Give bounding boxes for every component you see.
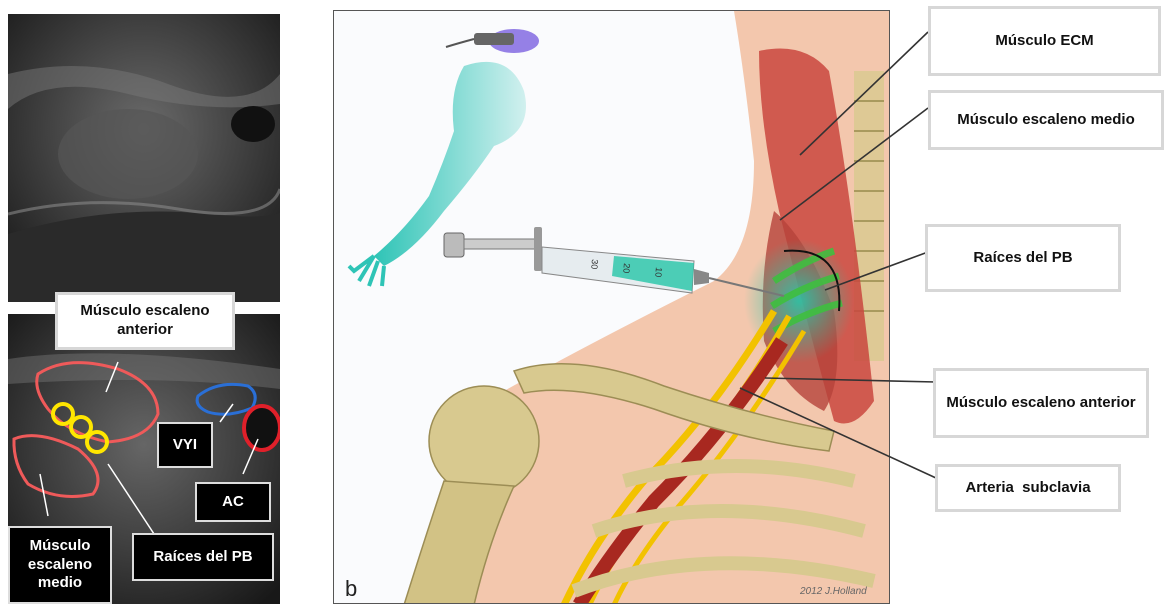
panel-letter: b — [345, 576, 357, 602]
label-us-roots: Raíces del PB — [132, 533, 274, 581]
label-roots: Raíces del PB — [925, 224, 1121, 292]
illustration-drawing: 30 20 10 — [334, 11, 890, 604]
label-us-vyi: VYI — [157, 422, 213, 468]
label-us-anterior-scalene: Músculo escaleno anterior — [55, 292, 235, 350]
label-middle-scalene: Músculo escaleno medio — [928, 90, 1164, 150]
label-us-ac: AC — [195, 482, 271, 522]
ultrasound-texture — [8, 14, 280, 302]
ultrasound-image-plain — [8, 14, 280, 302]
svg-text:20: 20 — [621, 263, 632, 274]
ac-outline — [244, 406, 280, 450]
label-ecm: Músculo ECM — [928, 6, 1161, 76]
anatomical-illustration: 30 20 10 — [333, 10, 890, 604]
svg-text:30: 30 — [589, 259, 600, 270]
artist-signature: 2012 J.Holland — [800, 586, 867, 597]
svg-text:10: 10 — [653, 267, 664, 278]
label-subclavian: Arteria subclavia — [935, 464, 1121, 512]
label-anterior-scalene: Músculo escaleno anterior — [933, 368, 1149, 438]
label-us-middle-scalene: Músculo escaleno medio — [8, 526, 112, 604]
